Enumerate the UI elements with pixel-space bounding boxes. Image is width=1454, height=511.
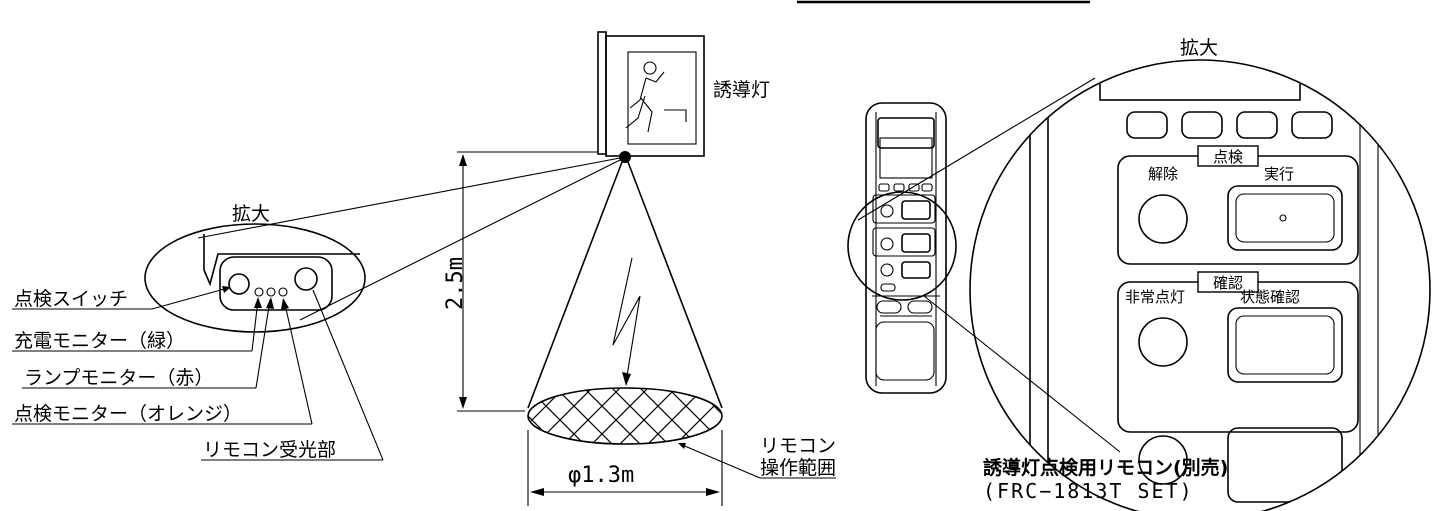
callout-ir-receiver: リモコン受光部: [203, 439, 336, 461]
sensor-magnify-label: 拡大: [232, 203, 270, 225]
btn-emergency-label: 非常点灯: [1125, 288, 1185, 306]
callout-check-switch: 点検スイッチ: [14, 288, 128, 310]
group-title-check: 点検: [1213, 148, 1243, 166]
btn-status-label: 状態確認: [1240, 288, 1300, 306]
diameter-label: φ1.3m: [568, 463, 634, 488]
group-title-confirm: 確認: [1213, 274, 1243, 292]
running-man-icon: [625, 61, 687, 133]
callout-check-monitor: 点検モニター（オレンジ）: [14, 403, 242, 425]
height-label: 2.5m: [443, 257, 468, 310]
exit-sign: [597, 31, 705, 163]
range-label-line2: 操作範囲: [760, 457, 836, 479]
remote-zoom-area: [847, 191, 957, 301]
lamp-monitor-led: [266, 287, 276, 297]
charge-monitor-led: [254, 287, 264, 297]
remote-range-cone: [527, 161, 723, 445]
ir-receiver: [294, 267, 318, 291]
remote-control: [865, 102, 947, 394]
check-monitor-led: [278, 287, 288, 297]
btn-execute-label: 実行: [1264, 165, 1294, 183]
sensor-magnified-view: [144, 223, 366, 333]
remote-caption-line2: (FRC−1813T SET): [983, 479, 1194, 503]
sensor-dot: [619, 151, 631, 163]
callout-lamp-monitor: ランプモニター（赤）: [24, 367, 213, 389]
range-leader: [678, 443, 836, 479]
remote-magnify-label: 拡大: [1180, 37, 1218, 59]
remote-magnified-view: [969, 59, 1431, 511]
height-dimension: [457, 151, 598, 412]
diameter-dimension: [527, 430, 723, 506]
range-label-line1: リモコン: [760, 435, 836, 457]
callout-charge-monitor: 充電モニター（緑）: [14, 330, 185, 352]
sensor-callouts: 点検スイッチ 充電モニター（緑） ランプモニター（赤） 点検モニター（オレンジ）…: [12, 286, 384, 461]
check-switch: [228, 273, 250, 295]
remote-caption-line1: 誘導灯点検用リモコン(別売): [983, 456, 1228, 479]
exit-sign-label: 誘導灯: [713, 79, 770, 101]
btn-release-label: 解除: [1148, 165, 1178, 183]
remote-zoom-lines: [857, 77, 1121, 453]
